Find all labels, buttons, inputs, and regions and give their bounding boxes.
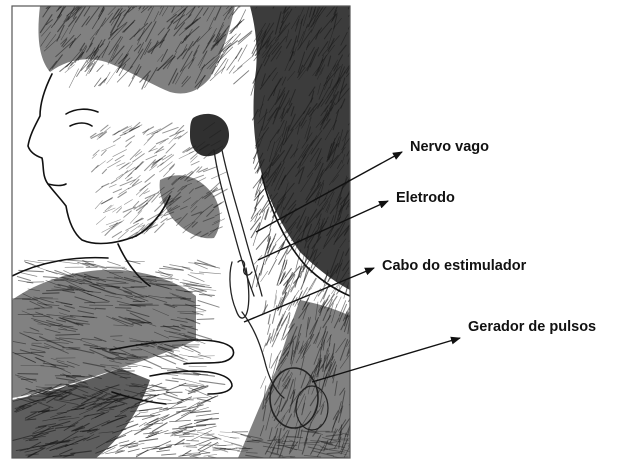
hatch-stroke	[97, 0, 109, 6]
label-nervo-vago: Nervo vago	[410, 139, 489, 155]
hatch-stroke	[349, 259, 362, 273]
hatch-stroke	[350, 311, 358, 328]
label-eletrodo: Eletrodo	[396, 190, 455, 206]
hatch-stroke	[349, 0, 364, 16]
hatch-stroke	[197, 319, 214, 320]
hatch-stroke	[185, 347, 199, 348]
sketch-illustration	[12, 0, 364, 461]
hatch-stroke	[187, 447, 197, 448]
hatch-stroke	[187, 440, 199, 441]
label-cabo-do-estimulador: Cabo do estimulador	[382, 258, 527, 274]
label-gerador-de-pulsos: Gerador de pulsos	[468, 319, 596, 335]
hatch-stroke	[27, 282, 44, 283]
hatch-stroke	[157, 356, 178, 357]
hatch-stroke	[350, 53, 357, 68]
hatch-stroke	[213, 449, 226, 450]
callout-labels: Nervo vago Eletrodo Cabo do estimulador …	[382, 139, 596, 335]
hatch-stroke	[350, 75, 362, 97]
hatch-stroke	[73, 0, 79, 6]
